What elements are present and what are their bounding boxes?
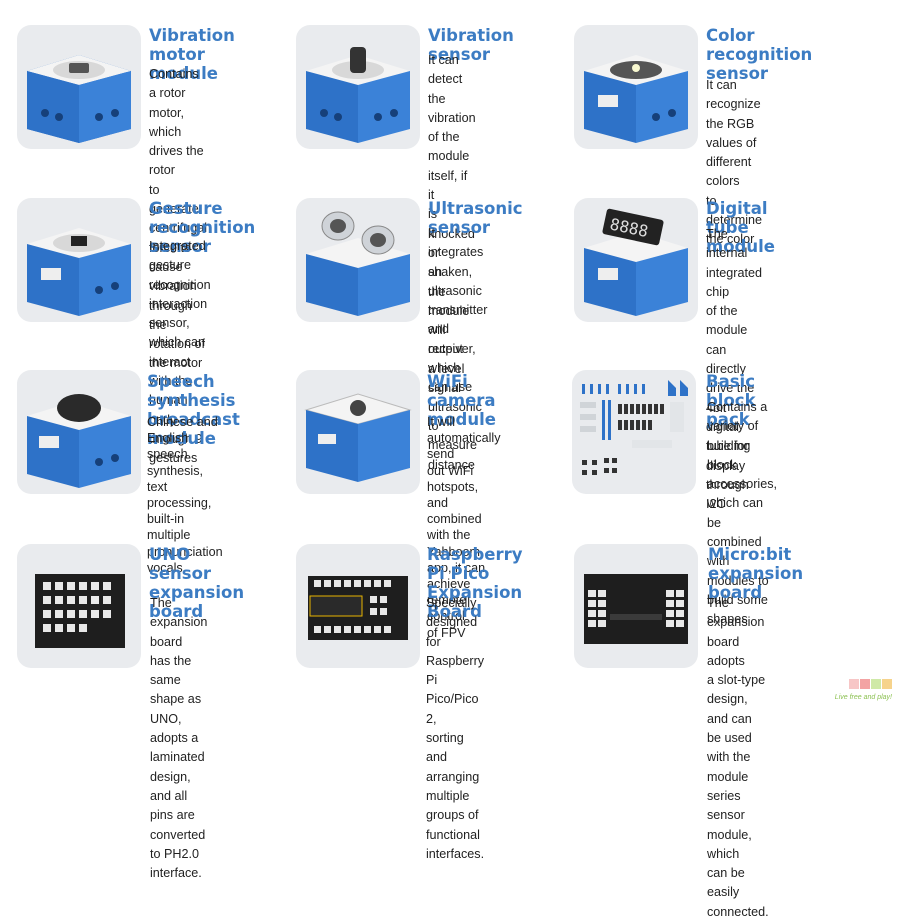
digital-tube-module-image: 8888	[574, 198, 698, 322]
product-title: Basic block pack	[706, 372, 756, 429]
product-description: It will automatically send out WiFi hots…	[427, 415, 501, 640]
product-title: Micro:bit expansion board	[708, 545, 804, 602]
product-title: Ultrasonic sensor	[428, 199, 523, 237]
watermark-logo	[849, 679, 892, 689]
camera-icon	[304, 393, 412, 482]
uno-sensor-expansion-board-image	[17, 544, 141, 668]
product-title: Gesture recognition sensor	[149, 199, 256, 256]
wifi-camera-module-image	[296, 370, 420, 494]
motor-icon	[27, 55, 131, 143]
watermark-tagline: Live free and play!	[834, 694, 892, 701]
product-description: Contains a variety of building block acc…	[707, 400, 777, 627]
product-description: Chinese and English speech synthesis, te…	[147, 415, 223, 575]
product-description: Contains a rotor motor, which drives the…	[149, 67, 208, 371]
product-title: Raspberry Pi Pico Expansion Board	[427, 545, 523, 621]
speaker-icon	[27, 394, 131, 488]
ultrasonic-icon	[306, 211, 410, 316]
product-title: Color recognition sensor	[706, 26, 813, 83]
product-description: It can recognize the RGB values of diffe…	[706, 78, 763, 247]
product-title: Vibration motor module	[149, 26, 235, 83]
gesture-recognition-sensor-image	[17, 198, 141, 322]
digital-tube-icon: 8888	[584, 208, 688, 316]
vibration-sensor-image	[296, 25, 420, 149]
blocks-icon	[580, 380, 688, 475]
gesture-sensor-icon	[27, 228, 131, 316]
product-title: WiFi camera module	[427, 372, 496, 429]
product-description: It integrates an ultrasonic transmitter …	[428, 226, 488, 472]
product-description: The expansion board has the same shape a…	[150, 596, 208, 881]
product-description: Specially designed for Raspberry Pi Pico…	[426, 596, 485, 861]
raspberry-pi-pico-expansion-board-image	[296, 544, 420, 668]
product-description: The internal integrated chip of the modu…	[706, 227, 763, 512]
product-title: UNO sensor expansion board	[149, 545, 245, 621]
product-title: Digital tube module	[706, 199, 775, 256]
color-recognition-sensor-image	[574, 25, 698, 149]
product-description: It can detect the vibration of the modul…	[428, 53, 476, 396]
speech-synthesis-module-image	[17, 370, 141, 494]
product-description: Integrated gesture recognition interacti…	[149, 239, 211, 466]
product-title: Vibration sensor	[428, 26, 514, 64]
color-sensor-icon	[584, 55, 688, 143]
pico-board-icon	[308, 576, 408, 640]
microbit-board-icon	[584, 574, 688, 644]
ultrasonic-sensor-image	[296, 198, 420, 322]
vibration-motor-module-image	[17, 25, 141, 149]
sensor-icon	[306, 47, 410, 143]
basic-block-pack-image	[572, 370, 696, 494]
microbit-expansion-board-image	[574, 544, 698, 668]
product-description: The expansion board adopts a slot-type d…	[707, 596, 769, 919]
uno-board-icon	[35, 574, 125, 648]
product-title: Speech synthesis broadcast module	[147, 372, 240, 448]
